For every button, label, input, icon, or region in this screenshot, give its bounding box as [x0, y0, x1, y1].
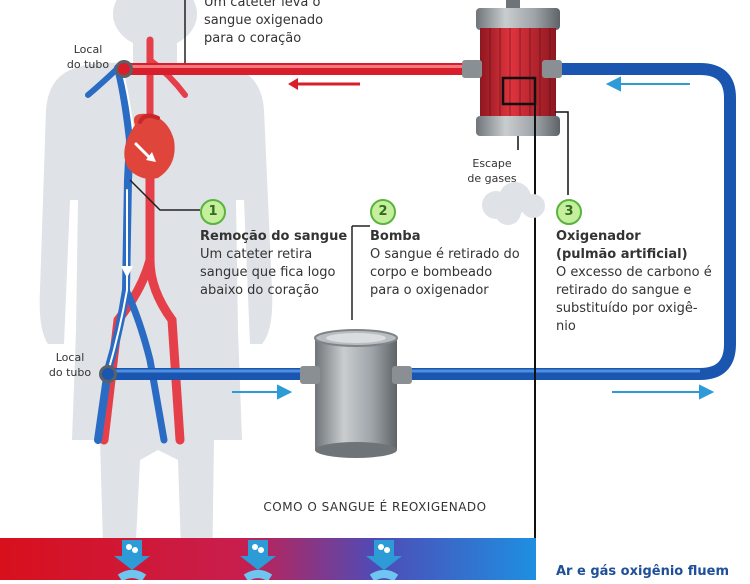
- bottom-panel-text: Ar e gás oxigênio fluem: [556, 564, 729, 579]
- step-1-line: Um cateter retira: [200, 247, 313, 262]
- step-3-subtitle: (pulmão artificial): [556, 247, 688, 262]
- step-3-title: Oxigenador: [556, 229, 641, 244]
- tube-location-upper: Local do tubo: [58, 42, 118, 72]
- tube-lower-line1: Local: [55, 351, 85, 364]
- pump-device: [300, 225, 412, 458]
- step-2-title: Bomba: [370, 229, 421, 244]
- step-1-badge: 1: [200, 199, 226, 225]
- step-1-line: sangue que fica logo: [200, 265, 336, 280]
- deoxygenated-tube: [108, 63, 736, 380]
- tube-upper-line2: do tubo: [66, 58, 110, 71]
- top-label-line1: Um cateter leva o: [204, 0, 321, 10]
- step-3-line: substituído por oxigê-: [556, 301, 698, 316]
- step-2-text: Bomba O sangue é retirado do corpo e bom…: [370, 228, 540, 300]
- step-2-line: corpo e bombeado: [370, 265, 493, 280]
- step-1-text: Remoção do sangue Um cateter retira sang…: [200, 228, 360, 300]
- flow-arrows: [232, 76, 715, 400]
- top-label: Um cateter leva o sangue oxigenado para …: [204, 0, 323, 48]
- step-1-title: Remoção do sangue: [200, 229, 348, 244]
- tube-lower-line2: do tubo: [48, 366, 92, 379]
- step-3-line: nio: [556, 319, 576, 334]
- diagram-caption: COMO O SANGUE É REOXIGENADO: [263, 500, 487, 514]
- top-label-line2: sangue oxigenado: [204, 13, 324, 28]
- gas-escape-label: Escape de gases: [462, 156, 522, 186]
- step-3-badge: 3: [556, 199, 582, 225]
- oxygenator-device: [462, 0, 569, 580]
- gas-escape-line2: de gases: [467, 172, 517, 185]
- step-3-line: O excesso de carbono é: [556, 265, 712, 280]
- step-3-text: Oxigenador (pulmão artificial) O excesso…: [556, 228, 726, 336]
- gas-escape-line1: Escape: [472, 157, 512, 170]
- oxygenated-tube: [115, 0, 480, 90]
- step-1-line: abaixo do coração: [200, 283, 319, 298]
- oxygen-intake-icons: [114, 540, 402, 582]
- step-3-line: retirado do sangue e: [556, 283, 692, 298]
- tube-location-lower: Local do tubo: [40, 350, 100, 380]
- step1-connector: [129, 179, 200, 211]
- step-2-line: O sangue é retirado do: [370, 247, 520, 262]
- step-2-badge: 2: [370, 199, 396, 225]
- tube-upper-line1: Local: [73, 43, 103, 56]
- gas-cloud: [482, 182, 545, 225]
- step-2-line: para o oxigenador: [370, 283, 489, 298]
- top-label-line3: para o coração: [204, 31, 302, 46]
